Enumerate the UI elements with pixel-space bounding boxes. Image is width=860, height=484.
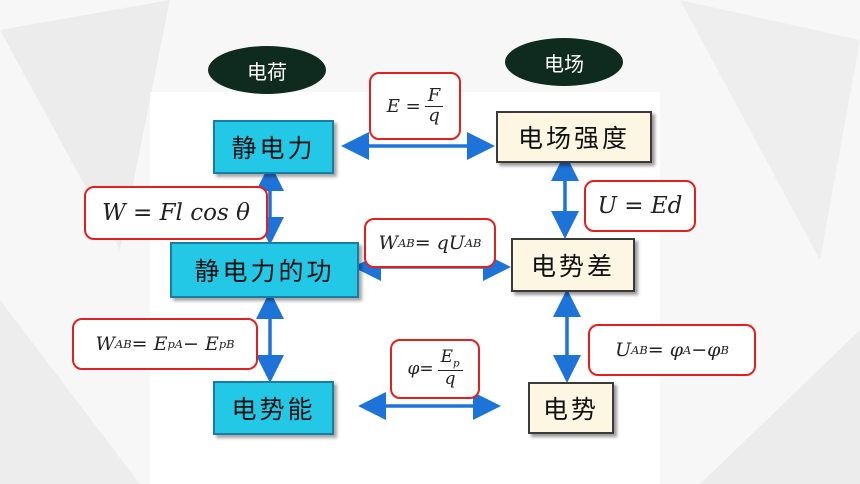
field-pill-label: 电场 xyxy=(544,51,584,76)
node-field-strength: 电场强度 xyxy=(496,111,652,163)
node-electrostatic-force: 静电力 xyxy=(213,120,334,174)
node-potential-difference: 电势差 xyxy=(511,238,635,292)
formula-e-field: E = F q xyxy=(369,72,461,140)
formula-u-ed: U = Ed xyxy=(584,180,696,232)
node-electrostatic-force-label: 静电力 xyxy=(231,134,316,163)
charge-pill-label: 电荷 xyxy=(247,59,287,84)
field-pill: 电场 xyxy=(505,38,623,86)
node-work-label: 静电力的功 xyxy=(194,257,335,286)
charge-pill: 电荷 xyxy=(208,46,326,94)
node-field-strength-label: 电场强度 xyxy=(517,124,630,153)
node-potential-energy: 电势能 xyxy=(213,381,334,435)
node-potential-energy-label: 电势能 xyxy=(231,395,316,424)
node-potential: 电势 xyxy=(528,382,614,434)
node-work: 静电力的功 xyxy=(170,242,359,298)
node-potential-difference-label: 电势差 xyxy=(530,252,615,281)
node-potential-label: 电势 xyxy=(542,395,599,424)
formula-phi: φ= Ep q xyxy=(390,339,480,399)
formula-work-cos: W = Fl cos θ xyxy=(84,186,268,240)
